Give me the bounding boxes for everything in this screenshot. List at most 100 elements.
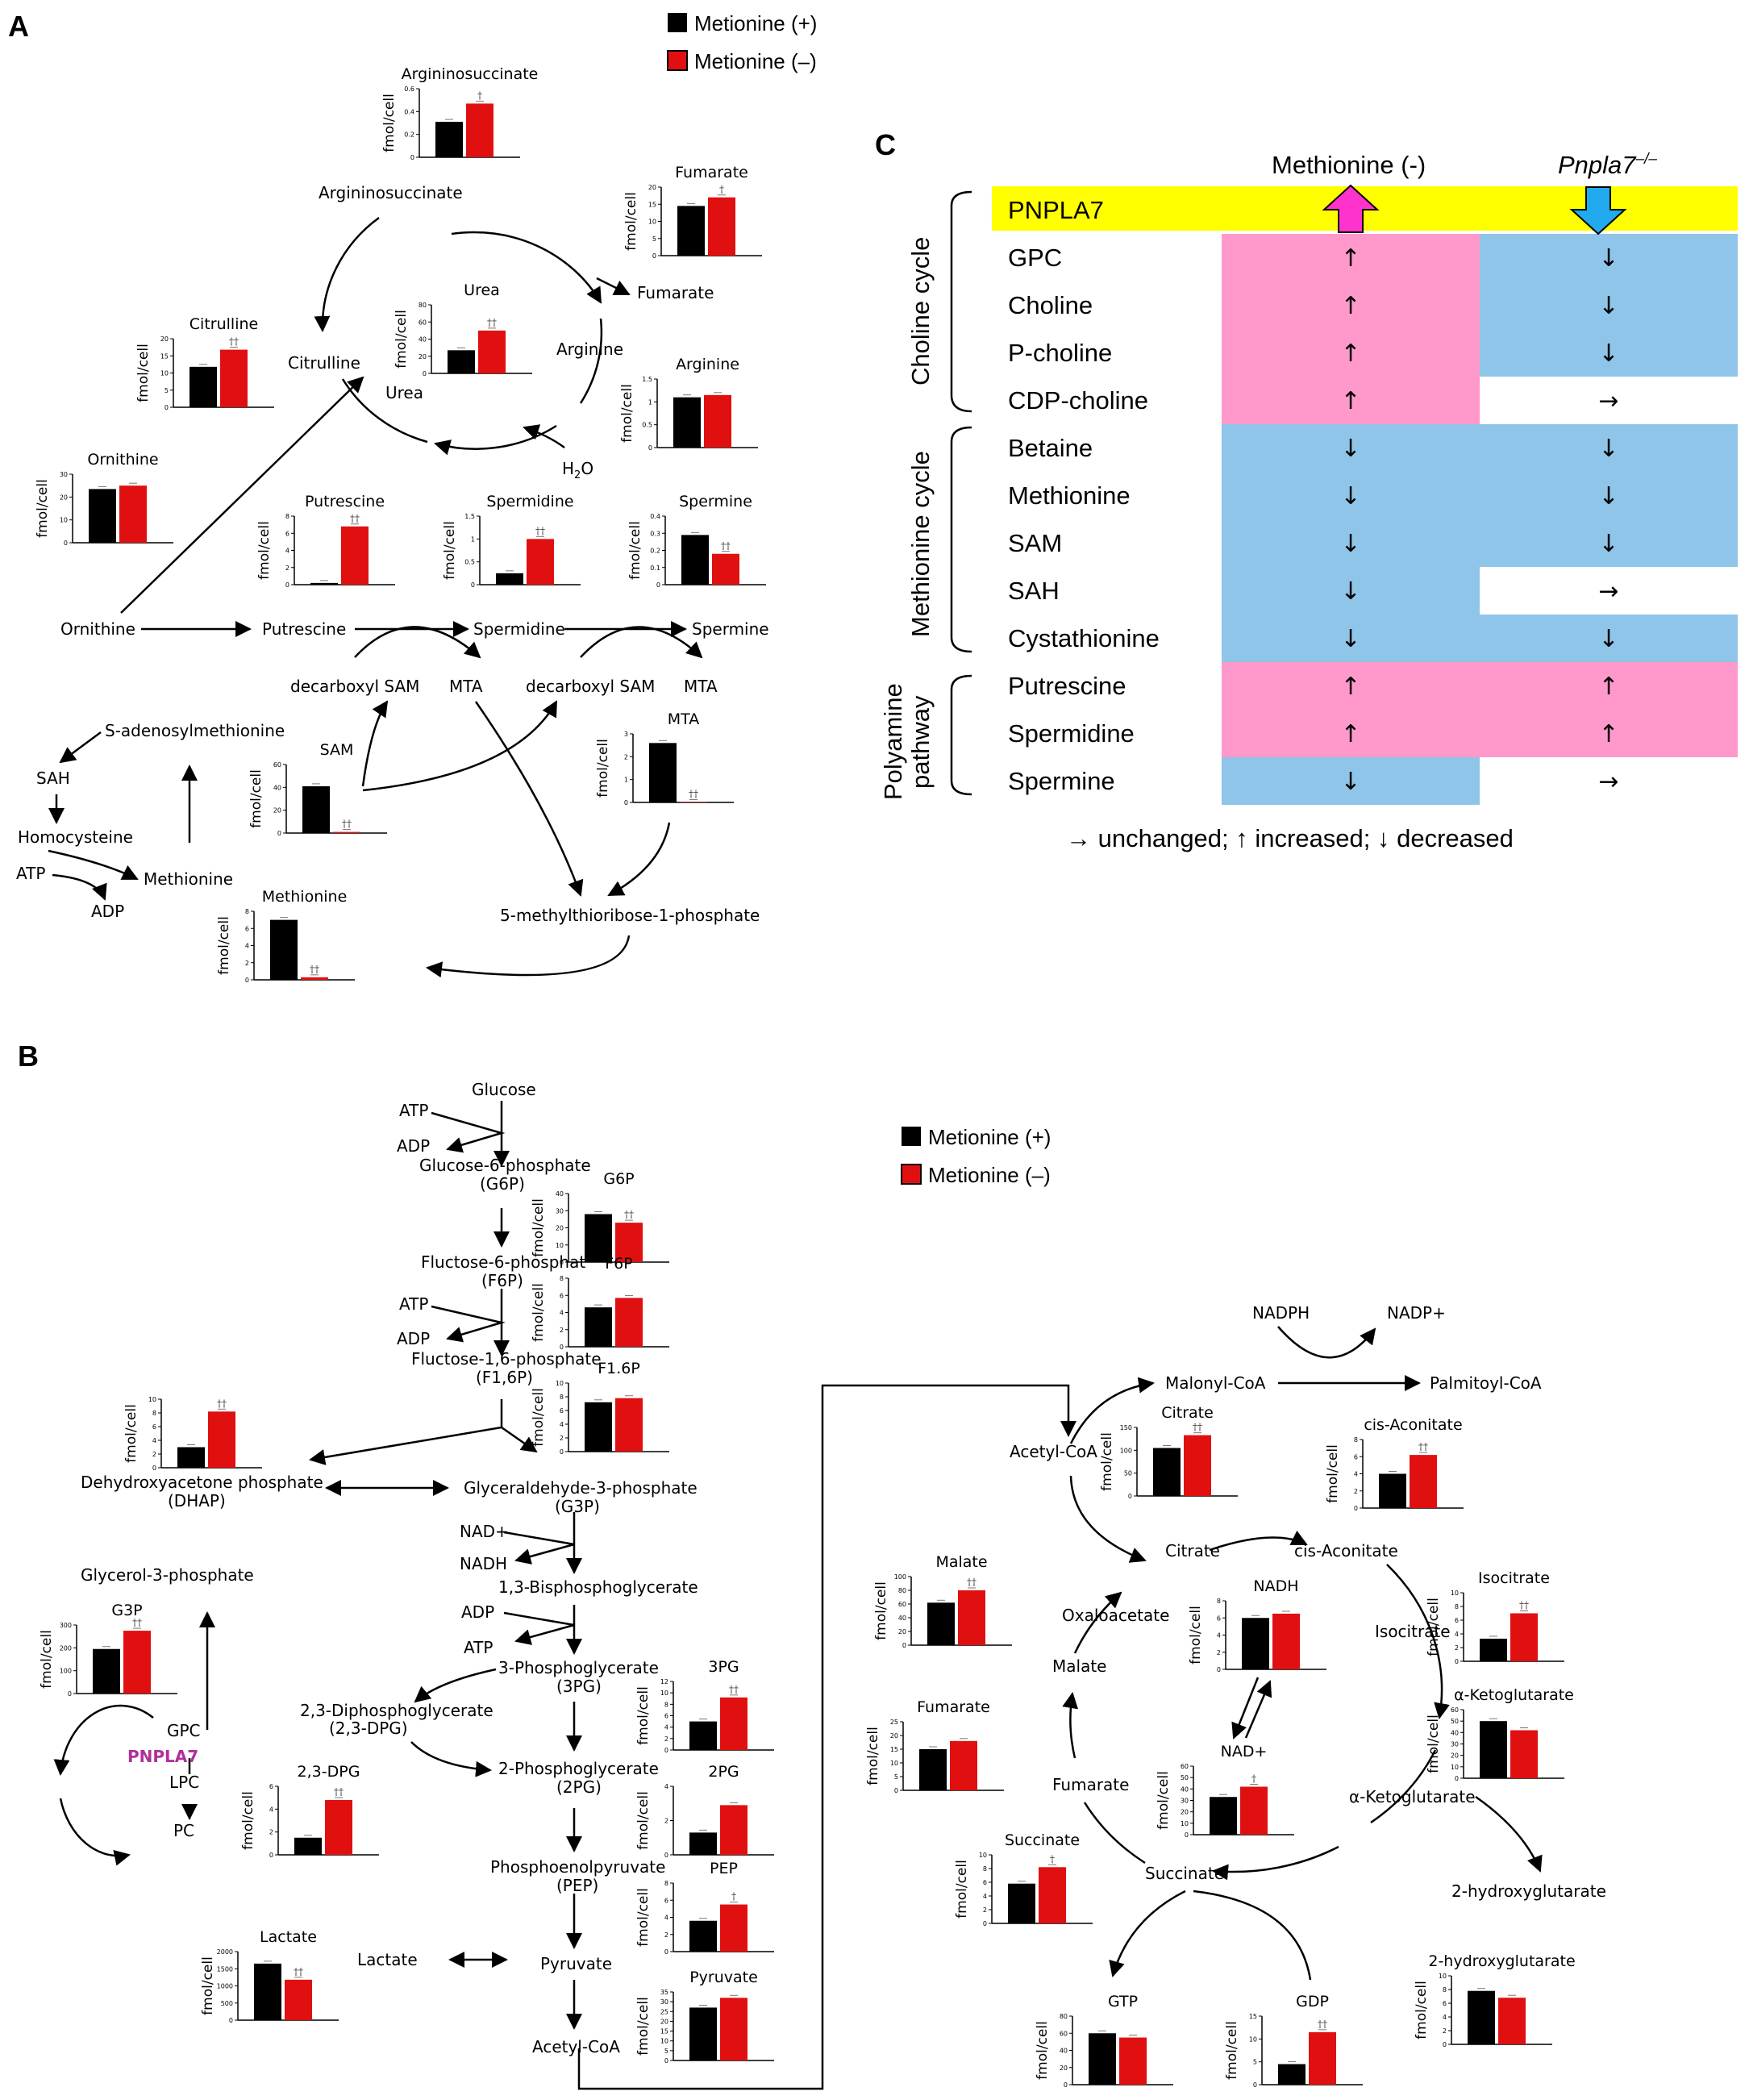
mta-to-mtr	[474, 701, 584, 897]
chart-tick-label: 2	[983, 1906, 987, 1914]
chart-tick-label: 0	[269, 1852, 273, 1859]
lbl-2pg-ab: (2PG)	[556, 1777, 602, 1797]
chart-ylabel: fmol/cell	[627, 521, 643, 580]
lbl-nad: NAD+	[460, 1522, 509, 1541]
chart-tick-label: 1	[471, 535, 475, 543]
chart-title: F1.6P	[598, 1360, 640, 1377]
cell-methionine-bg	[1222, 567, 1480, 615]
chart-tick-label: 0	[1455, 1658, 1459, 1665]
cycle-arrow-3	[434, 424, 557, 456]
bar-metionine-plus	[681, 535, 709, 585]
chart-tick-label: 8	[245, 908, 249, 915]
lbl-23dpg-ab: (2,3-DPG)	[329, 1719, 408, 1738]
significance-mark: ††	[217, 1398, 227, 1409]
bar-metionine-plus	[689, 2007, 717, 2060]
chart-tick-label: 8	[1443, 1986, 1447, 1994]
lbl-nadph: NADPH	[1252, 1303, 1310, 1323]
chart-tick-label: 0	[1128, 1493, 1132, 1500]
chart-tick-label: 0	[423, 370, 427, 377]
panel-b-labels: Glucose ATP ADP Glucose-6-phosphate (G6P…	[81, 1080, 698, 2056]
row-name: PNPLA7	[1008, 196, 1104, 224]
bar-metionine-plus	[1480, 1721, 1507, 1778]
lbl-malonyl: Malonyl-CoA	[1165, 1373, 1266, 1393]
lbl-palmitoyl: Palmitoyl-CoA	[1430, 1373, 1542, 1393]
chart-tick-label: 8	[1217, 1598, 1221, 1605]
lbl-isocitrate-t: Isocitrate	[1375, 1622, 1451, 1641]
lbl-atp1: ATP	[399, 1101, 428, 1120]
tca-seg-6	[1062, 1692, 1079, 1759]
chart-tick-label: 6	[664, 1713, 668, 1720]
tca-seg-2	[1386, 1564, 1450, 1719]
row-name: Putrescine	[1008, 672, 1126, 700]
chart-tick-label: 10	[60, 517, 68, 524]
chart-tick-label: 6	[1443, 2000, 1447, 2007]
chart-tick-label: 15	[648, 201, 656, 208]
chart-ylabel: fmol/cell	[135, 344, 152, 402]
lbl-glycerol3p: Glycerol-3-phosphate	[81, 1565, 254, 1585]
bar-metionine-minus	[1498, 1998, 1526, 2044]
atp-adp-2	[431, 1305, 506, 1343]
lbl-arginine: Arginine	[556, 340, 623, 359]
bar-metionine-minus	[220, 349, 248, 407]
row-name: CDP-choline	[1008, 386, 1148, 415]
bar-metionine-minus	[1510, 1613, 1538, 1661]
succ-to-gtp	[1109, 1890, 1186, 1977]
significance-mark: †	[731, 1891, 736, 1902]
bar-metionine-plus	[1210, 1797, 1237, 1835]
arc-dcsam2	[580, 626, 703, 659]
chart-tick-label: 4	[245, 943, 249, 950]
bar-metionine-plus	[1089, 2033, 1116, 2085]
bar-metionine-minus	[208, 1411, 235, 1468]
sam-to-dcsam2	[362, 700, 558, 792]
significance-mark: ††	[1193, 1422, 1202, 1433]
bar-metionine-minus	[1309, 2031, 1336, 2085]
pnpla7-down-arrow	[1569, 186, 1627, 235]
bar-metionine-minus	[478, 330, 506, 373]
table-row: SAM↓↓	[1008, 519, 1738, 567]
lbl-pc: PC	[173, 1821, 194, 1840]
chart-title: Ornithine	[87, 451, 158, 469]
chart-title: Methionine	[262, 888, 348, 906]
chart-tick-label: 30	[60, 471, 68, 478]
arrow-to-fumarate	[596, 277, 631, 296]
chart-tick-label: 6	[560, 1407, 564, 1415]
bar-metionine-plus	[1379, 1473, 1406, 1508]
significance-mark: †	[1251, 1773, 1256, 1785]
chart-tick-label: 40	[1451, 1729, 1459, 1736]
chart-tick-label: 6	[269, 1783, 273, 1790]
table-row: Betaine↓↓	[1008, 424, 1738, 472]
bar-metionine-minus	[325, 1800, 352, 1855]
chart-title: cis-Aconitate	[1364, 1416, 1462, 1434]
bar-metionine-plus	[689, 1832, 717, 1855]
legend-minus-label: Metionine (–)	[694, 49, 817, 73]
lbl-adp1: ADP	[397, 1136, 430, 1156]
chart-ylabel: fmol/cell	[531, 1388, 547, 1447]
bar-metionine-minus	[1119, 2037, 1147, 2085]
bar-metionine-minus	[1510, 1730, 1538, 1778]
bar-metionine-plus	[310, 582, 338, 585]
bracket-polyamine	[950, 674, 972, 796]
significance-mark: ††	[721, 540, 731, 552]
chart-tick-label: 0	[152, 1465, 156, 1472]
lbl-lpc: LPC	[169, 1773, 199, 1792]
chart-ylabel: fmol/cell	[256, 521, 273, 580]
panel-a-arrows	[48, 216, 703, 978]
chart-tick-label: 8	[285, 513, 289, 520]
row-name: Cystathionine	[1008, 624, 1160, 652]
chart-title: 2-hydroxyglutarate	[1428, 1952, 1575, 1970]
cell-pnpla7-arrow: ↓	[1598, 482, 1618, 510]
chart-tick-label: 1	[624, 777, 628, 784]
lbl-f16p-ab: (F1,6P)	[476, 1368, 533, 1387]
chart-title: Succinate	[1005, 1831, 1080, 1849]
chart-tick-label: 20	[60, 494, 68, 501]
lbl-acetylcoa: Acetyl-CoA	[532, 2037, 620, 2056]
cell-methionine-bg	[1222, 472, 1480, 519]
